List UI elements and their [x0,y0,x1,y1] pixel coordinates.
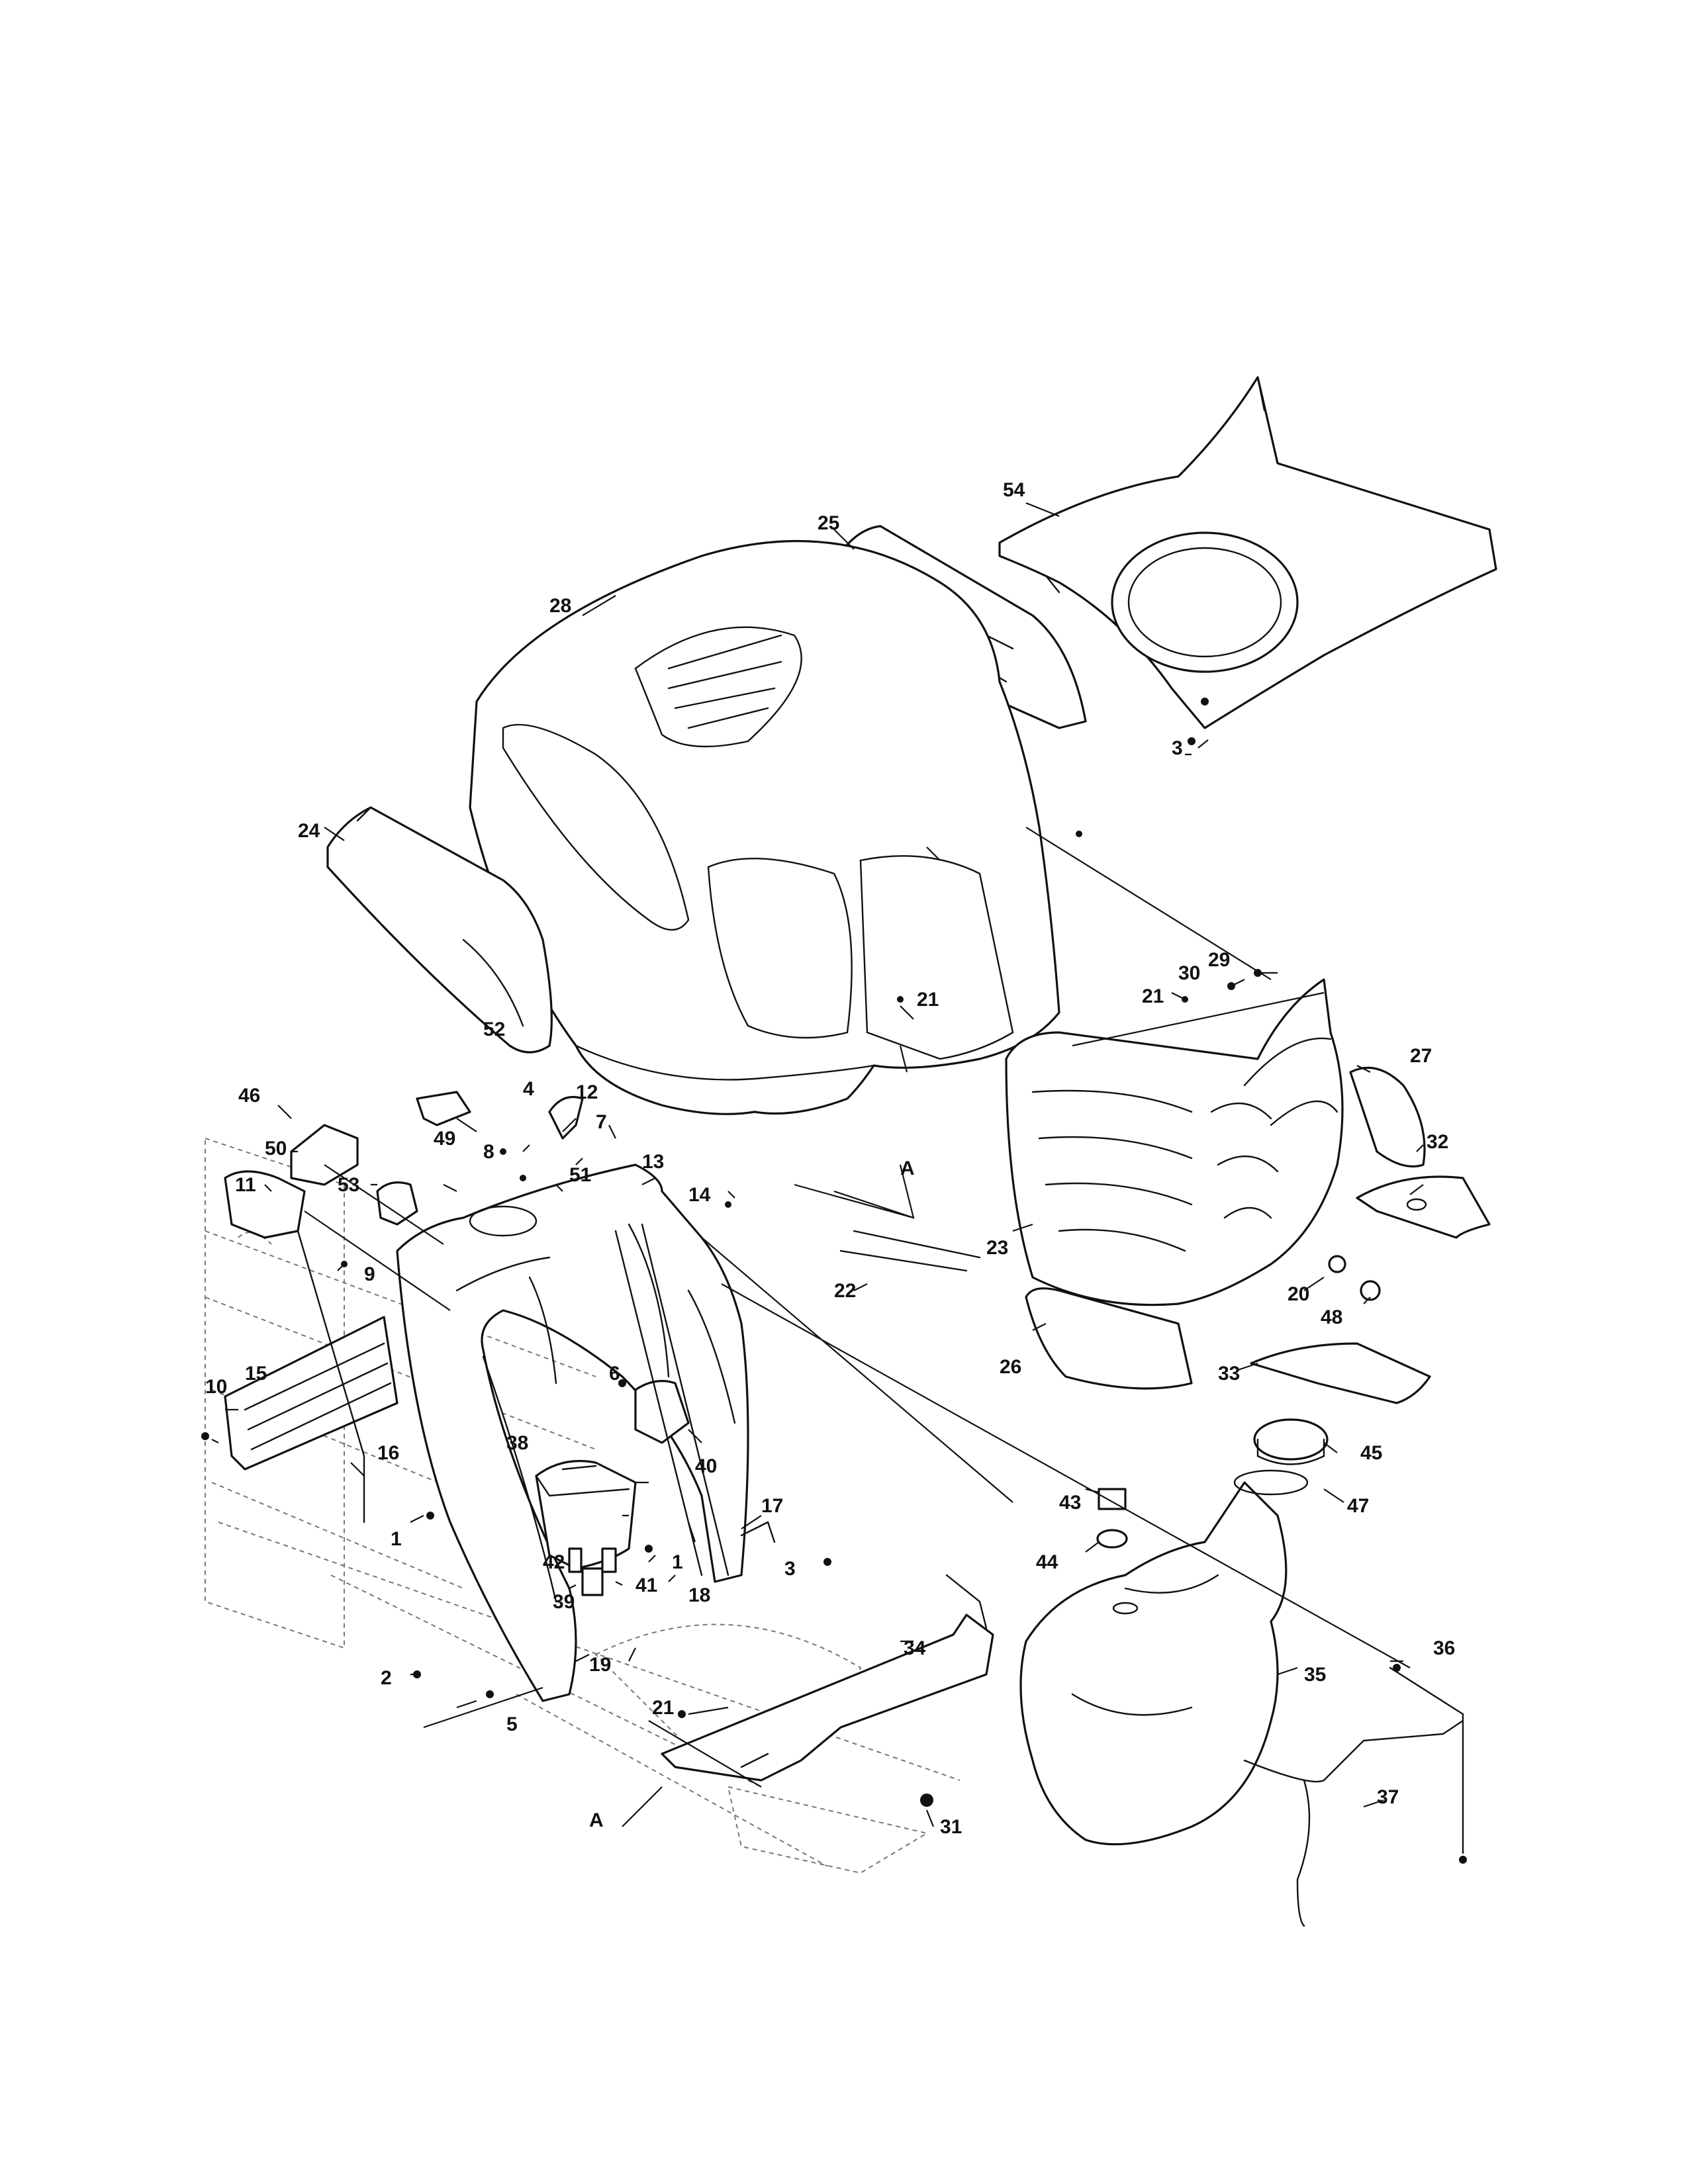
part-12-lever-knob [548,1095,584,1140]
callout-48: 48 [1321,1306,1342,1328]
callout-8: 8 [483,1141,494,1163]
part-54-rear-panel [998,376,1497,729]
callout-21: 21 [917,989,939,1011]
part-34-mounting-plate [661,1574,994,1782]
callout-32: 32 [1427,1131,1448,1153]
part-32-lens [1356,1175,1491,1239]
callout-34: 34 [904,1637,926,1659]
callout-21: 21 [652,1697,674,1719]
callout-52: 52 [483,1019,505,1040]
part-24-side-panel [326,806,553,1054]
part-45-fuel-cap [1253,1418,1329,1465]
callout-20: 20 [1288,1283,1309,1305]
callout-28: 28 [549,595,571,617]
callout-14: 14 [688,1184,711,1206]
callout-12: 12 [576,1081,598,1103]
part-40-steering-support [614,1223,729,1576]
part-22-cable-ties [839,1230,981,1272]
part-11-bracket [224,1170,306,1239]
callout-31: 31 [940,1816,962,1838]
part-15-panel-vent [224,1316,399,1471]
part-47-cap-gasket [1233,1469,1309,1496]
callout-50: 50 [265,1138,287,1160]
part-35-fuel-tank [1019,1481,1288,1846]
callout-4: 4 [523,1078,534,1100]
part-52-cup-holder [416,1091,471,1126]
callout-15: 15 [245,1363,267,1385]
callout-9: 9 [364,1263,375,1285]
callout-6: 6 [609,1363,620,1385]
callout-26: 26 [1000,1356,1021,1378]
callout-2: 2 [381,1667,392,1689]
callout-49: 49 [434,1128,455,1150]
callout-A: A [900,1158,915,1179]
callout-18: 18 [688,1584,710,1606]
part-26-grille-insert [1025,1287,1193,1390]
part-39-41-42-small-parts [568,1547,617,1596]
callout-1: 1 [672,1551,683,1573]
callout-44: 44 [1036,1551,1058,1573]
callout-7: 7 [596,1111,607,1133]
callout-1: 1 [391,1528,402,1550]
callout-29: 29 [1208,949,1230,971]
part-50-ignition-switch [290,1124,359,1186]
part-13-dash-tower [396,1163,749,1702]
callout-46: 46 [238,1085,260,1107]
callout-39: 39 [553,1591,575,1613]
callout-labels: 54 25 28 3 24 21 29 30 21 27 46 52 4 12 … [205,479,1455,1838]
callout-3: 3 [784,1558,796,1580]
part-27-headlight-lens [1349,1066,1426,1168]
callout-37: 37 [1377,1786,1399,1808]
leader-lines [211,502,1424,1827]
part-44-grommet [1096,1529,1128,1549]
callout-11: 11 [235,1174,256,1196]
callout-40: 40 [695,1455,717,1477]
callout-51: 51 [569,1164,591,1186]
part-20-48-fasteners [1328,1255,1381,1301]
part-16-rod [297,1230,365,1524]
callout-36: 36 [1433,1637,1455,1659]
part-23-grille [1005,978,1344,1306]
callout-A: A [589,1809,604,1831]
callout-23: 23 [986,1237,1008,1259]
callout-27: 27 [1410,1045,1432,1067]
part-37-fuel-line [1243,1666,1464,1927]
callout-30: 30 [1178,962,1200,984]
callout-54: 54 [1003,479,1025,501]
callout-19: 19 [589,1654,611,1676]
callout-33: 33 [1218,1363,1240,1385]
callout-16: 16 [377,1442,399,1464]
part-33-lens [1250,1342,1431,1404]
callout-17: 17 [761,1495,783,1517]
callout-35: 35 [1304,1664,1326,1686]
part-28-hood [469,540,1060,1115]
callout-47: 47 [1347,1495,1369,1517]
callout-43: 43 [1059,1492,1081,1514]
part-17-spring [740,1521,776,1543]
callout-10: 10 [205,1376,227,1398]
callout-45: 45 [1360,1442,1382,1464]
callout-38: 38 [506,1432,528,1454]
callout-41: 41 [635,1574,657,1596]
part-38-battery-box [535,1460,637,1570]
callout-25: 25 [818,512,839,534]
callout-24: 24 [298,820,320,842]
part-43-tank-fitting [1098,1488,1127,1510]
callout-13: 13 [642,1151,664,1173]
part-53-switch [376,1181,418,1226]
callout-53: 53 [338,1174,359,1196]
callout-5: 5 [506,1713,518,1735]
callout-22: 22 [834,1280,856,1302]
callout-42: 42 [543,1551,565,1573]
callout-3: 3 [1172,737,1183,759]
callout-21: 21 [1142,985,1164,1007]
